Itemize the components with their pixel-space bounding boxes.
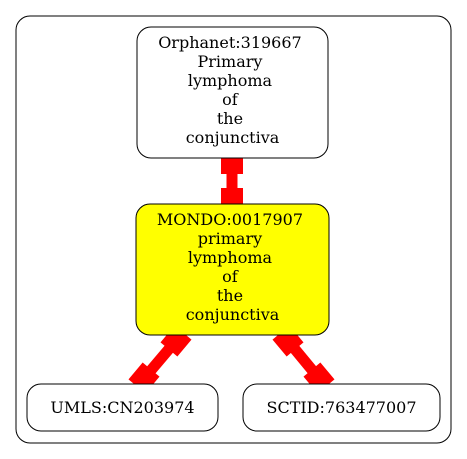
- edge-mondo-umls: [128, 325, 192, 394]
- node-mondo-line: conjunctiva: [186, 305, 280, 324]
- node-sctid-box: [242, 383, 441, 432]
- node-orphanet-line: Orphanet:319667: [158, 33, 302, 52]
- node-mondo-box: [135, 203, 330, 336]
- node-mondo-line: the: [217, 286, 243, 305]
- node-orphanet[interactable]: Orphanet:319667 Primary lymphoma of the …: [136, 26, 329, 159]
- node-orphanet-box: [136, 26, 329, 159]
- node-orphanet-line: the: [217, 109, 243, 128]
- node-orphanet-line: Primary: [197, 52, 262, 71]
- node-orphanet-line: of: [222, 90, 239, 109]
- cluster-frame: [15, 15, 452, 444]
- edge-mondo-sctid: [272, 325, 335, 394]
- node-orphanet-label: Orphanet:319667 Primary lymphoma of the …: [158, 33, 307, 147]
- node-mondo-line: primary: [198, 229, 262, 248]
- node-umls-label: UMLS:CN203974: [50, 398, 194, 417]
- node-umls-line: UMLS:CN203974: [50, 398, 194, 417]
- node-sctid-label: SCTID:763477007: [266, 398, 416, 417]
- node-mondo-line: MONDO:0017907: [157, 210, 303, 229]
- node-orphanet-line: lymphoma: [188, 71, 273, 90]
- node-mondo[interactable]: MONDO:0017907 primary lymphoma of the co…: [135, 203, 330, 336]
- node-sctid-line: SCTID:763477007: [266, 398, 416, 417]
- node-umls[interactable]: UMLS:CN203974: [26, 383, 219, 432]
- node-orphanet-line: conjunctiva: [186, 128, 280, 147]
- node-sctid[interactable]: SCTID:763477007: [242, 383, 441, 432]
- node-mondo-line: lymphoma: [188, 248, 273, 267]
- node-mondo-line: of: [222, 267, 239, 286]
- node-mondo-label: MONDO:0017907 primary lymphoma of the co…: [157, 210, 308, 324]
- node-umls-box: [26, 383, 219, 432]
- edge-orphanet-mondo: [221, 152, 243, 210]
